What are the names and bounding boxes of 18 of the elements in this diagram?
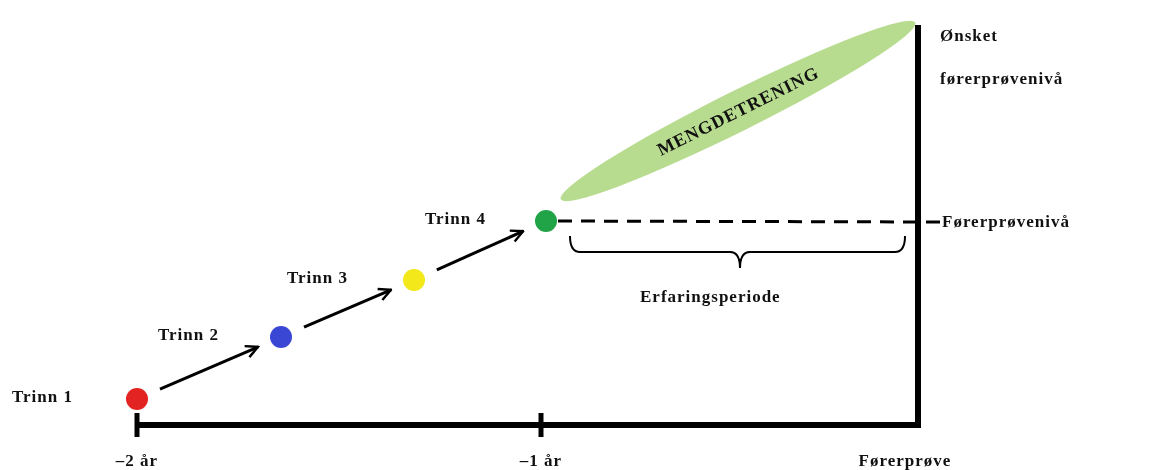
- dot-marker: [126, 388, 148, 410]
- dot-marker: [535, 210, 557, 232]
- dashed-line: [558, 219, 942, 224]
- level-label: Førerprøvenivå: [942, 211, 1070, 233]
- arrow: [303, 287, 393, 329]
- tick-label: –2 år: [115, 451, 159, 470]
- step-label: Trinn 2: [158, 325, 219, 345]
- axis-label: Ønsket førerprøvenivå: [940, 25, 1065, 90]
- arrow: [436, 229, 525, 272]
- step-label: Trinn 4: [425, 209, 486, 229]
- step-label: Trinn 3: [287, 268, 348, 288]
- dot-marker: [270, 326, 292, 348]
- step-label: Trinn 1: [12, 387, 73, 407]
- bracket-label: Erfaringsperiode: [640, 287, 781, 307]
- dot-marker: [403, 269, 425, 291]
- arrow: [159, 344, 260, 391]
- tick-label: –1 år: [519, 451, 563, 470]
- axis-label: Førerprøve: [858, 451, 952, 470]
